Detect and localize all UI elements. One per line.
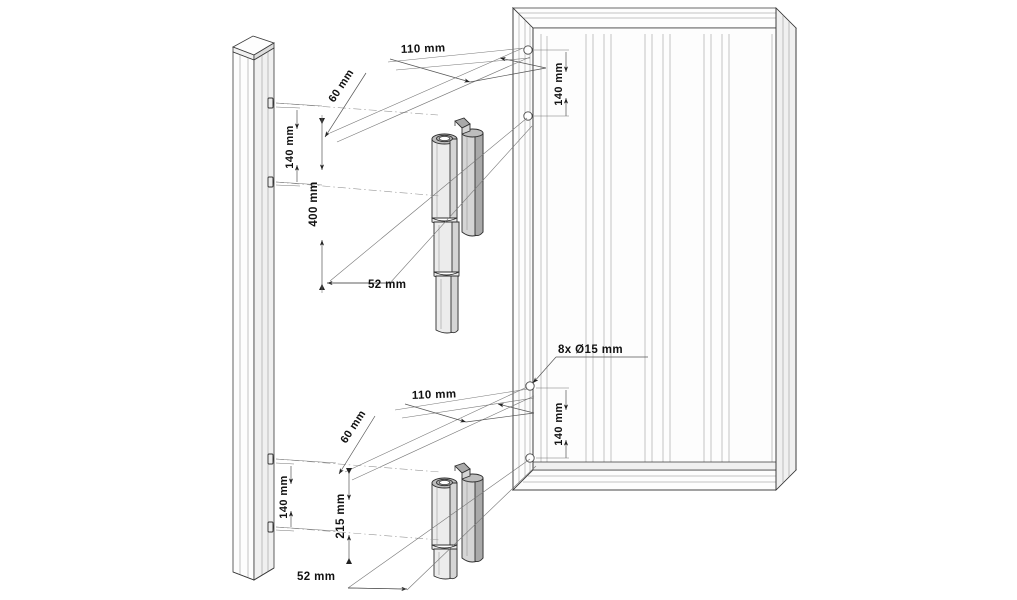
dim-140-panel-upper: 140 mm (534, 49, 569, 117)
dim-140-panel-upper-label: 140 mm (553, 62, 565, 105)
gate-mounting-hole-4 (525, 453, 535, 463)
post-hinge-boss-lower-1 (267, 453, 274, 465)
gate-mounting-hole-1 (523, 45, 533, 55)
dim-140-panel-lower-label: 140 mm (553, 402, 565, 445)
dim-215: 215 mm (335, 468, 352, 564)
square-post (232, 35, 275, 581)
dim-140-post-lower-label: 140 mm (278, 475, 290, 518)
post-hinge-boss-upper-1 (267, 97, 274, 109)
dim-110-upper-label: 110 mm (401, 42, 446, 56)
panel-vertical-slats (585, 34, 730, 464)
dim-110-lower-label: 110 mm (412, 388, 457, 402)
dim-60-upper-label: 60 mm (326, 67, 356, 104)
projection-lines-lower (275, 386, 537, 591)
dim-52-upper: 52 mm (327, 279, 406, 291)
dim-140-panel-lower: 140 mm (536, 387, 569, 459)
dim-52-lower: 52 mm (297, 571, 408, 592)
callout-8x-d15-label: 8x Ø15 mm (558, 344, 623, 356)
lower-adjustable-hinge (431, 462, 484, 580)
upper-adjustable-hinge (431, 117, 484, 334)
dim-400-label: 400 mm (308, 181, 320, 226)
post-hinge-boss-upper-2 (267, 176, 274, 188)
post-hinge-boss-lower-2 (267, 521, 274, 533)
dim-215-label: 215 mm (335, 493, 347, 538)
dim-110-lower: 110 mm (404, 388, 535, 423)
dim-52-lower-label: 52 mm (297, 571, 335, 583)
gate-mounting-hole-2 (523, 111, 533, 121)
dim-140-post-lower: 140 mm (275, 462, 295, 532)
dim-52-upper-label: 52 mm (368, 279, 406, 291)
gate-mounting-hole-3 (525, 381, 535, 391)
callout-8x-d15: 8x Ø15 mm (532, 344, 648, 384)
dim-140-post-upper: 140 mm (275, 106, 301, 187)
dim-60-lower-label: 60 mm (338, 408, 368, 445)
dim-400: 400 mm (308, 115, 325, 293)
projection-lines-upper (275, 47, 533, 284)
dim-110-upper: 110 mm (389, 42, 547, 83)
dim-140-post-upper-label: 140 mm (284, 125, 296, 168)
dim-60-upper: 60 mm (324, 67, 367, 138)
